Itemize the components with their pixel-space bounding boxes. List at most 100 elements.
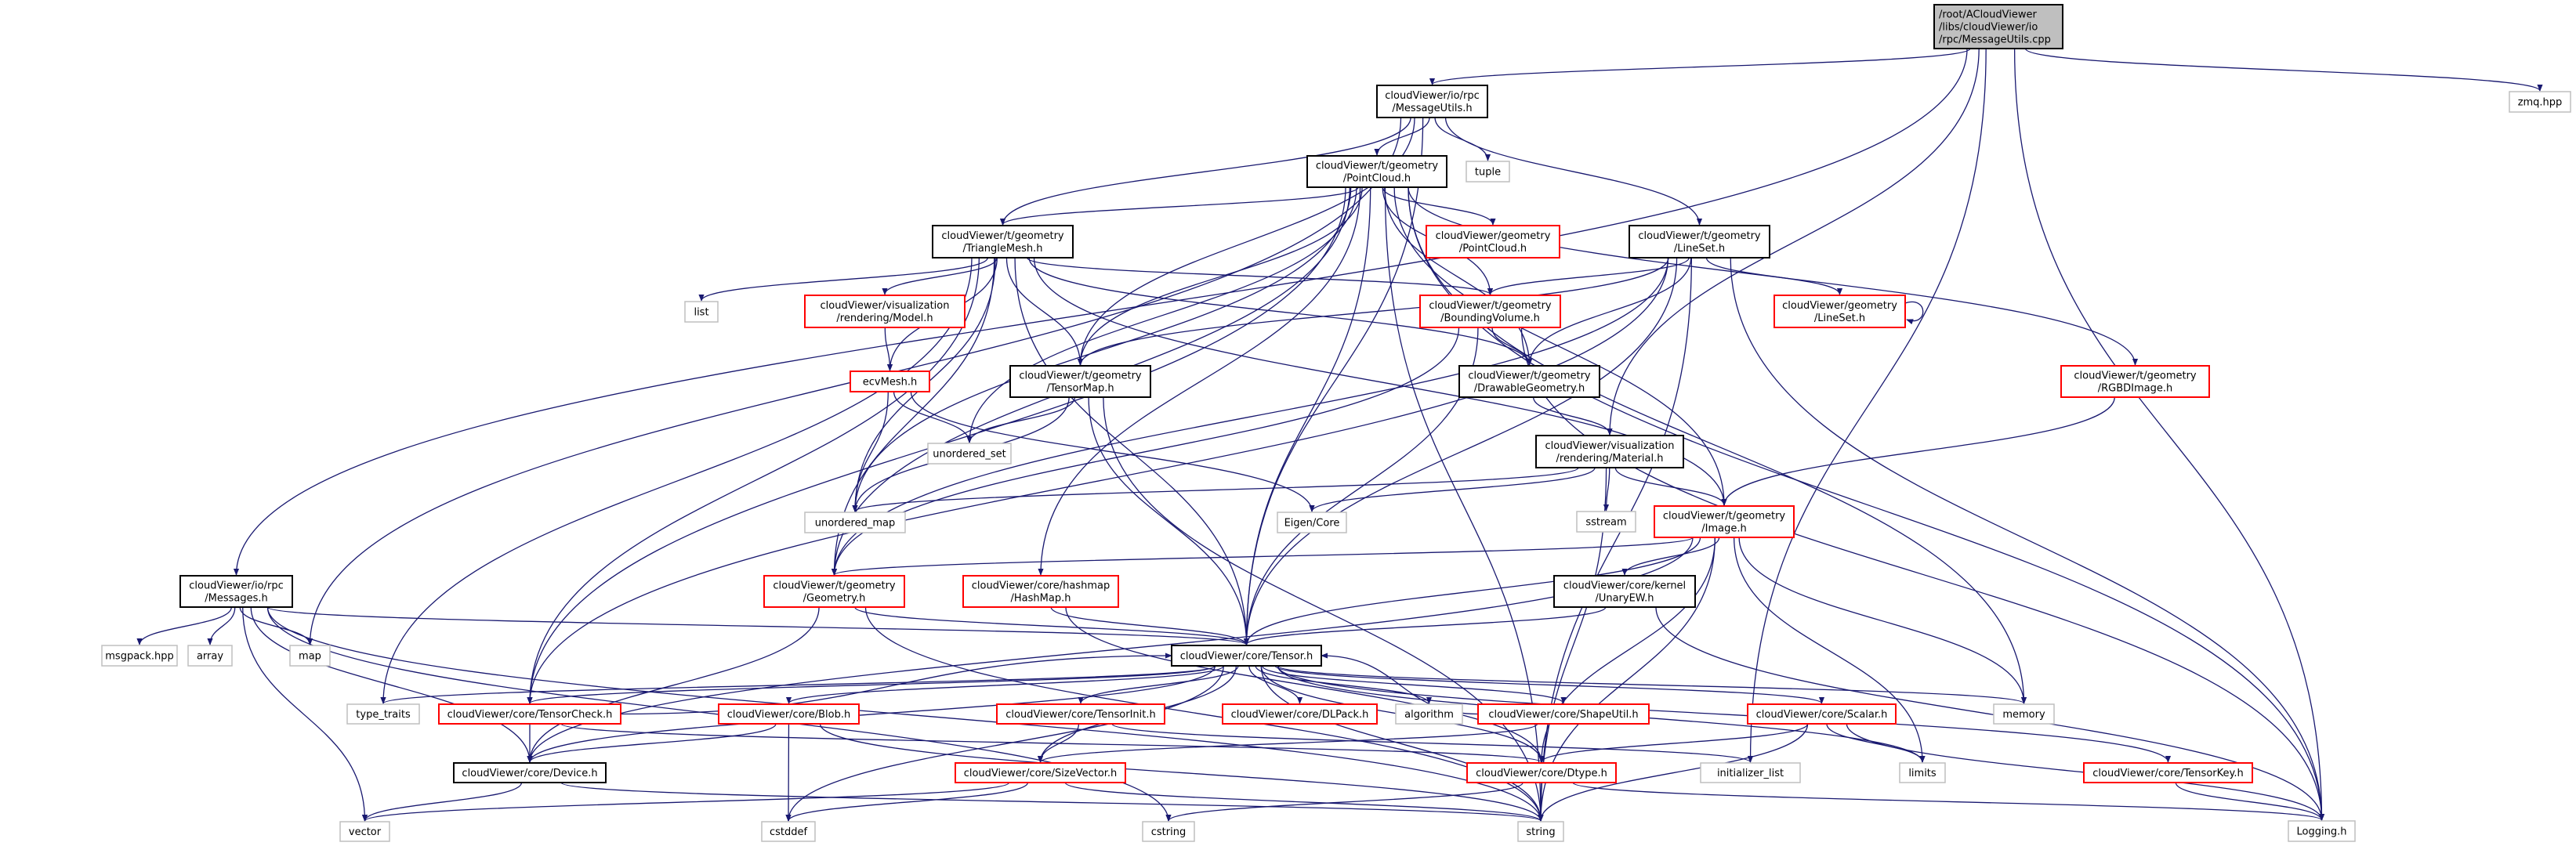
node-box (1466, 762, 1617, 783)
edge-tensor-to-memory (1277, 665, 2027, 704)
edge-sizevector-to-vector (362, 782, 1010, 822)
node-ecvmesh[interactable]: ecvMesh.h (850, 371, 930, 392)
node-rgbd[interactable]: cloudViewer/t/geometry/RGBDImage.h (2060, 365, 2210, 398)
edge-tmesh-to-typetraits (380, 257, 973, 704)
edge-scalar-to-dtype (1538, 723, 1809, 763)
node-bvol[interactable]: cloudViewer/t/geometry/BoundingVolume.h (1419, 295, 1561, 328)
edge-msgutils-to-tmesh (999, 117, 1411, 226)
edge-tpcd-to-hashmap (1038, 186, 1361, 576)
edge-ecvmesh-to-uset (893, 391, 973, 443)
edge-tpcd-to-gpcd (1382, 186, 1496, 226)
node-label: /root/ACloudViewer (1939, 9, 2037, 21)
node-image[interactable]: cloudViewer/t/geometry/Image.h (1654, 505, 1795, 538)
edge-blob-to-device (527, 723, 777, 763)
node-messages[interactable]: cloudViewer/io/rpc/Messages.h (179, 575, 293, 608)
edge-tmesh-to-drawable (1028, 257, 1533, 366)
edge-sizevector-to-cstddef (785, 782, 1029, 822)
node-tensorinit[interactable]: cloudViewer/core/TensorInit.h (996, 703, 1165, 725)
node-label: Eigen/Core (1284, 518, 1340, 530)
node-box (2288, 820, 2356, 842)
node-dtype[interactable]: cloudViewer/core/Dtype.h (1466, 762, 1617, 783)
node-tensorcheck[interactable]: cloudViewer/core/TensorCheck.h (438, 703, 621, 725)
node-box (101, 645, 178, 667)
edge-dtype-to-string (1538, 782, 1544, 822)
node-root[interactable]: /root/ACloudViewer/libs/cloudViewer/io/r… (1933, 4, 2063, 49)
edge-geometry-to-tensor (854, 606, 1249, 645)
node-label: cloudViewer/core/Device.h (462, 768, 597, 779)
node-drawable[interactable]: cloudViewer/t/geometry/DrawableGeometry.… (1458, 365, 1600, 398)
edge-tpcd-to-string (1384, 186, 1544, 822)
edge-tmesh-to-tensor (1014, 257, 1250, 645)
edge-tpcd-to-memory (1408, 186, 2027, 704)
node-label: sstream (1585, 517, 1626, 529)
edge-tmesh-to-tensorcheck (527, 257, 980, 704)
edge-tpcd-to-image (1393, 186, 1727, 506)
edge-root-to-messages (233, 48, 1968, 576)
node-box (955, 762, 1126, 783)
node-label: cloudViewer/io/rpc (189, 580, 283, 592)
edge-bvol-to-logging (1520, 327, 2325, 821)
edge-messages-to-vector (242, 606, 368, 822)
node-label: cstddef (770, 826, 808, 838)
node-label: cloudViewer/core/Scalar.h (1756, 709, 1888, 721)
node-box (1629, 225, 1770, 258)
edge-model-to-ecvmesh (884, 327, 893, 371)
node-box (962, 575, 1119, 608)
edge-sizevector-to-string (1064, 782, 1544, 822)
node-msgutils[interactable]: cloudViewer/io/rpc/MessageUtils.h (1376, 85, 1488, 118)
node-zmq: zmq.hpp (2509, 91, 2571, 113)
node-blob[interactable]: cloudViewer/core/Blob.h (718, 703, 860, 725)
node-material[interactable]: cloudViewer/visualization/rendering/Mate… (1535, 435, 1684, 468)
node-label: cloudViewer/t/geometry (941, 230, 1064, 242)
node-label: /libs/cloudViewer/io (1939, 22, 2038, 34)
edge-unaryew-to-logging (1655, 606, 2325, 821)
edge-tlineset-to-tensorcheck (527, 257, 1669, 704)
node-tmap[interactable]: cloudViewer/t/geometry/TensorMap.h (1009, 365, 1151, 398)
node-gpcd[interactable]: cloudViewer/geometry/PointCloud.h (1426, 225, 1560, 258)
node-tlineset[interactable]: cloudViewer/t/geometry/LineSet.h (1629, 225, 1770, 258)
edge-image-to-tensor (1243, 537, 1701, 645)
edge-device-to-string (560, 782, 1544, 822)
node-dlpack[interactable]: cloudViewer/core/DLPack.h (1222, 703, 1378, 725)
node-tmesh[interactable]: cloudViewer/t/geometry/TriangleMesh.h (932, 225, 1074, 258)
node-label: cloudViewer/t/geometry (1663, 511, 1786, 522)
node-glineset[interactable]: cloudViewer/geometry/LineSet.h (1773, 295, 1906, 328)
node-unaryew[interactable]: cloudViewer/core/kernel/UnaryEW.h (1553, 575, 1696, 608)
node-sizevector[interactable]: cloudViewer/core/SizeVector.h (955, 762, 1126, 783)
node-label: string (1526, 826, 1555, 838)
edge-image-to-memory (1738, 537, 2027, 704)
node-cstddef: cstddef (761, 821, 816, 842)
node-label: unordered_map (815, 518, 896, 530)
node-shapeutil[interactable]: cloudViewer/core/ShapeUtil.h (1477, 703, 1650, 725)
node-box (1517, 821, 1564, 842)
node-hashmap[interactable]: cloudViewer/core/hashmap/HashMap.h (962, 575, 1119, 608)
node-box (763, 575, 905, 608)
node-box (684, 301, 719, 323)
node-label: cloudViewer/core/ShapeUtil.h (1488, 709, 1638, 721)
node-tpcd[interactable]: cloudViewer/t/geometry/PointCloud.h (1306, 155, 1447, 188)
node-model[interactable]: cloudViewer/visualization/rendering/Mode… (804, 295, 966, 328)
node-algorithm: algorithm (1395, 703, 1463, 725)
node-geometry[interactable]: cloudViewer/t/geometry/Geometry.h (763, 575, 905, 608)
node-tensor[interactable]: cloudViewer/core/Tensor.h (1171, 645, 1322, 667)
node-label: cloudViewer/t/geometry (1638, 230, 1761, 242)
node-label: memory (2002, 709, 2045, 721)
edge-tensor-to-tensorcheck (527, 665, 1216, 704)
node-box (1306, 155, 1447, 188)
node-device[interactable]: cloudViewer/core/Device.h (453, 762, 607, 783)
node-label: cloudViewer/t/geometry (1429, 300, 1552, 312)
edge-material-to-eigen (1309, 467, 1596, 512)
node-scalar[interactable]: cloudViewer/core/Scalar.h (1747, 703, 1897, 725)
node-cstring: cstring (1142, 821, 1195, 842)
node-box (1466, 161, 1510, 183)
edge-tlineset-to-drawable (1526, 257, 1692, 366)
node-box (1395, 703, 1463, 725)
edge-tpcd-to-tmap (1077, 186, 1363, 366)
edge-material-to-sstream (1603, 467, 1610, 512)
node-typetraits: type_traits (346, 703, 420, 725)
node-tensorkey[interactable]: cloudViewer/core/TensorKey.h (2083, 762, 2253, 783)
node-box (2060, 365, 2210, 398)
node-umap: unordered_map (804, 512, 906, 533)
edge-blob-to-string (819, 723, 1544, 822)
